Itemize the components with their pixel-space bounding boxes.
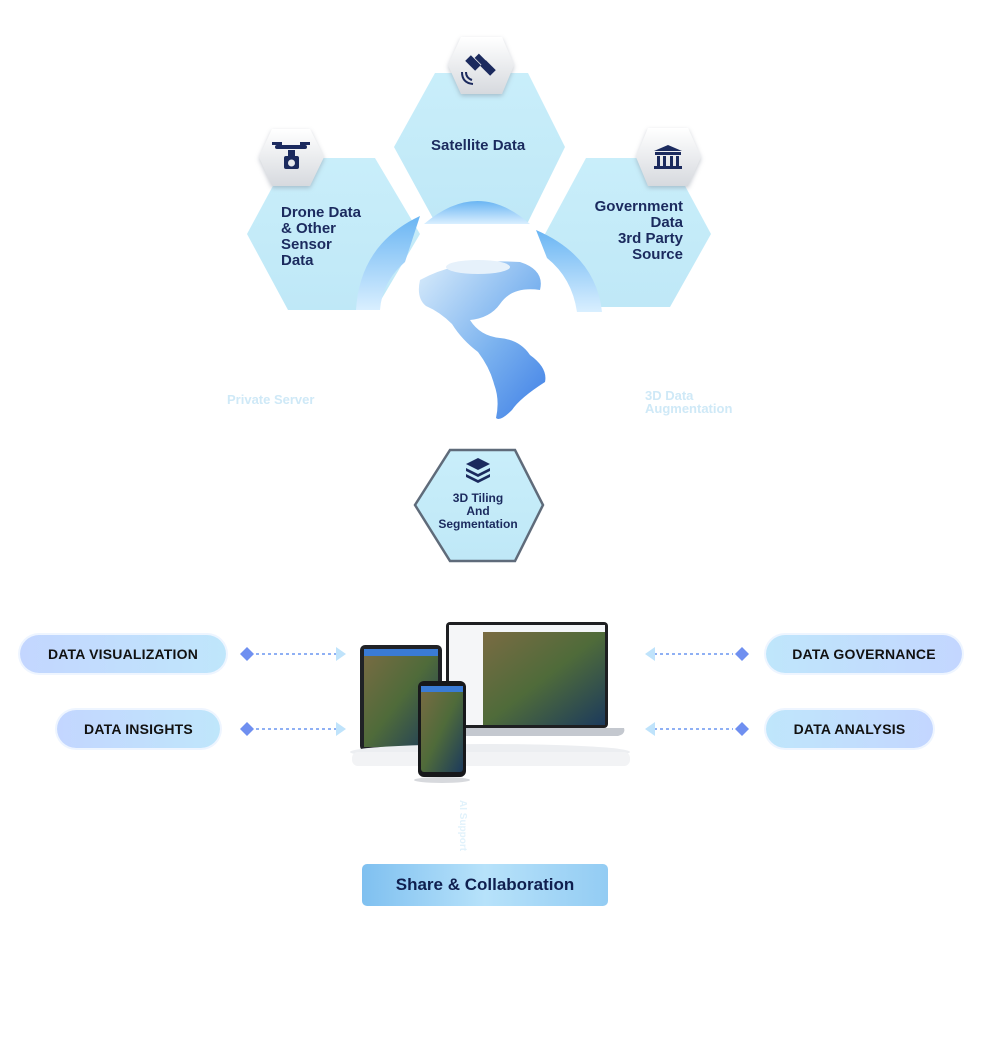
tiling-hexagon <box>413 448 545 563</box>
share-collaboration-button[interactable]: Share & Collaboration <box>362 864 608 906</box>
globe-americas <box>418 260 546 419</box>
government-building-icon <box>636 128 701 186</box>
private-server-label: Private Server <box>227 392 315 407</box>
data-visualization-pill[interactable]: DATA VISUALIZATION <box>20 635 226 673</box>
ai-support-label: AI Support <box>457 800 468 852</box>
augmentation-label: 3D Data Augmentation <box>645 388 733 416</box>
arc-right <box>536 230 602 312</box>
data-analysis-pill[interactable]: DATA ANALYSIS <box>766 710 933 748</box>
satellite-hexagon <box>394 73 565 222</box>
data-insights-pill[interactable]: DATA INSIGHTS <box>57 710 220 748</box>
layers-icon <box>466 458 490 483</box>
data-governance-pill[interactable]: DATA GOVERNANCE <box>766 635 962 673</box>
satellite-label: Satellite Data <box>431 137 526 154</box>
drone-label: Drone Data & Other Sensor Data <box>281 204 362 269</box>
arrow-analysis <box>645 722 749 736</box>
devices-mockup <box>350 622 630 783</box>
government-label: Government Data 3rd Party Source <box>594 198 683 263</box>
arrow-insights <box>240 722 346 736</box>
arrow-visualization <box>240 647 346 661</box>
tiling-label: 3D Tiling And Segmentation <box>438 491 518 531</box>
arc-left <box>356 216 420 310</box>
arrow-governance <box>645 647 749 661</box>
arc-top <box>424 201 530 224</box>
